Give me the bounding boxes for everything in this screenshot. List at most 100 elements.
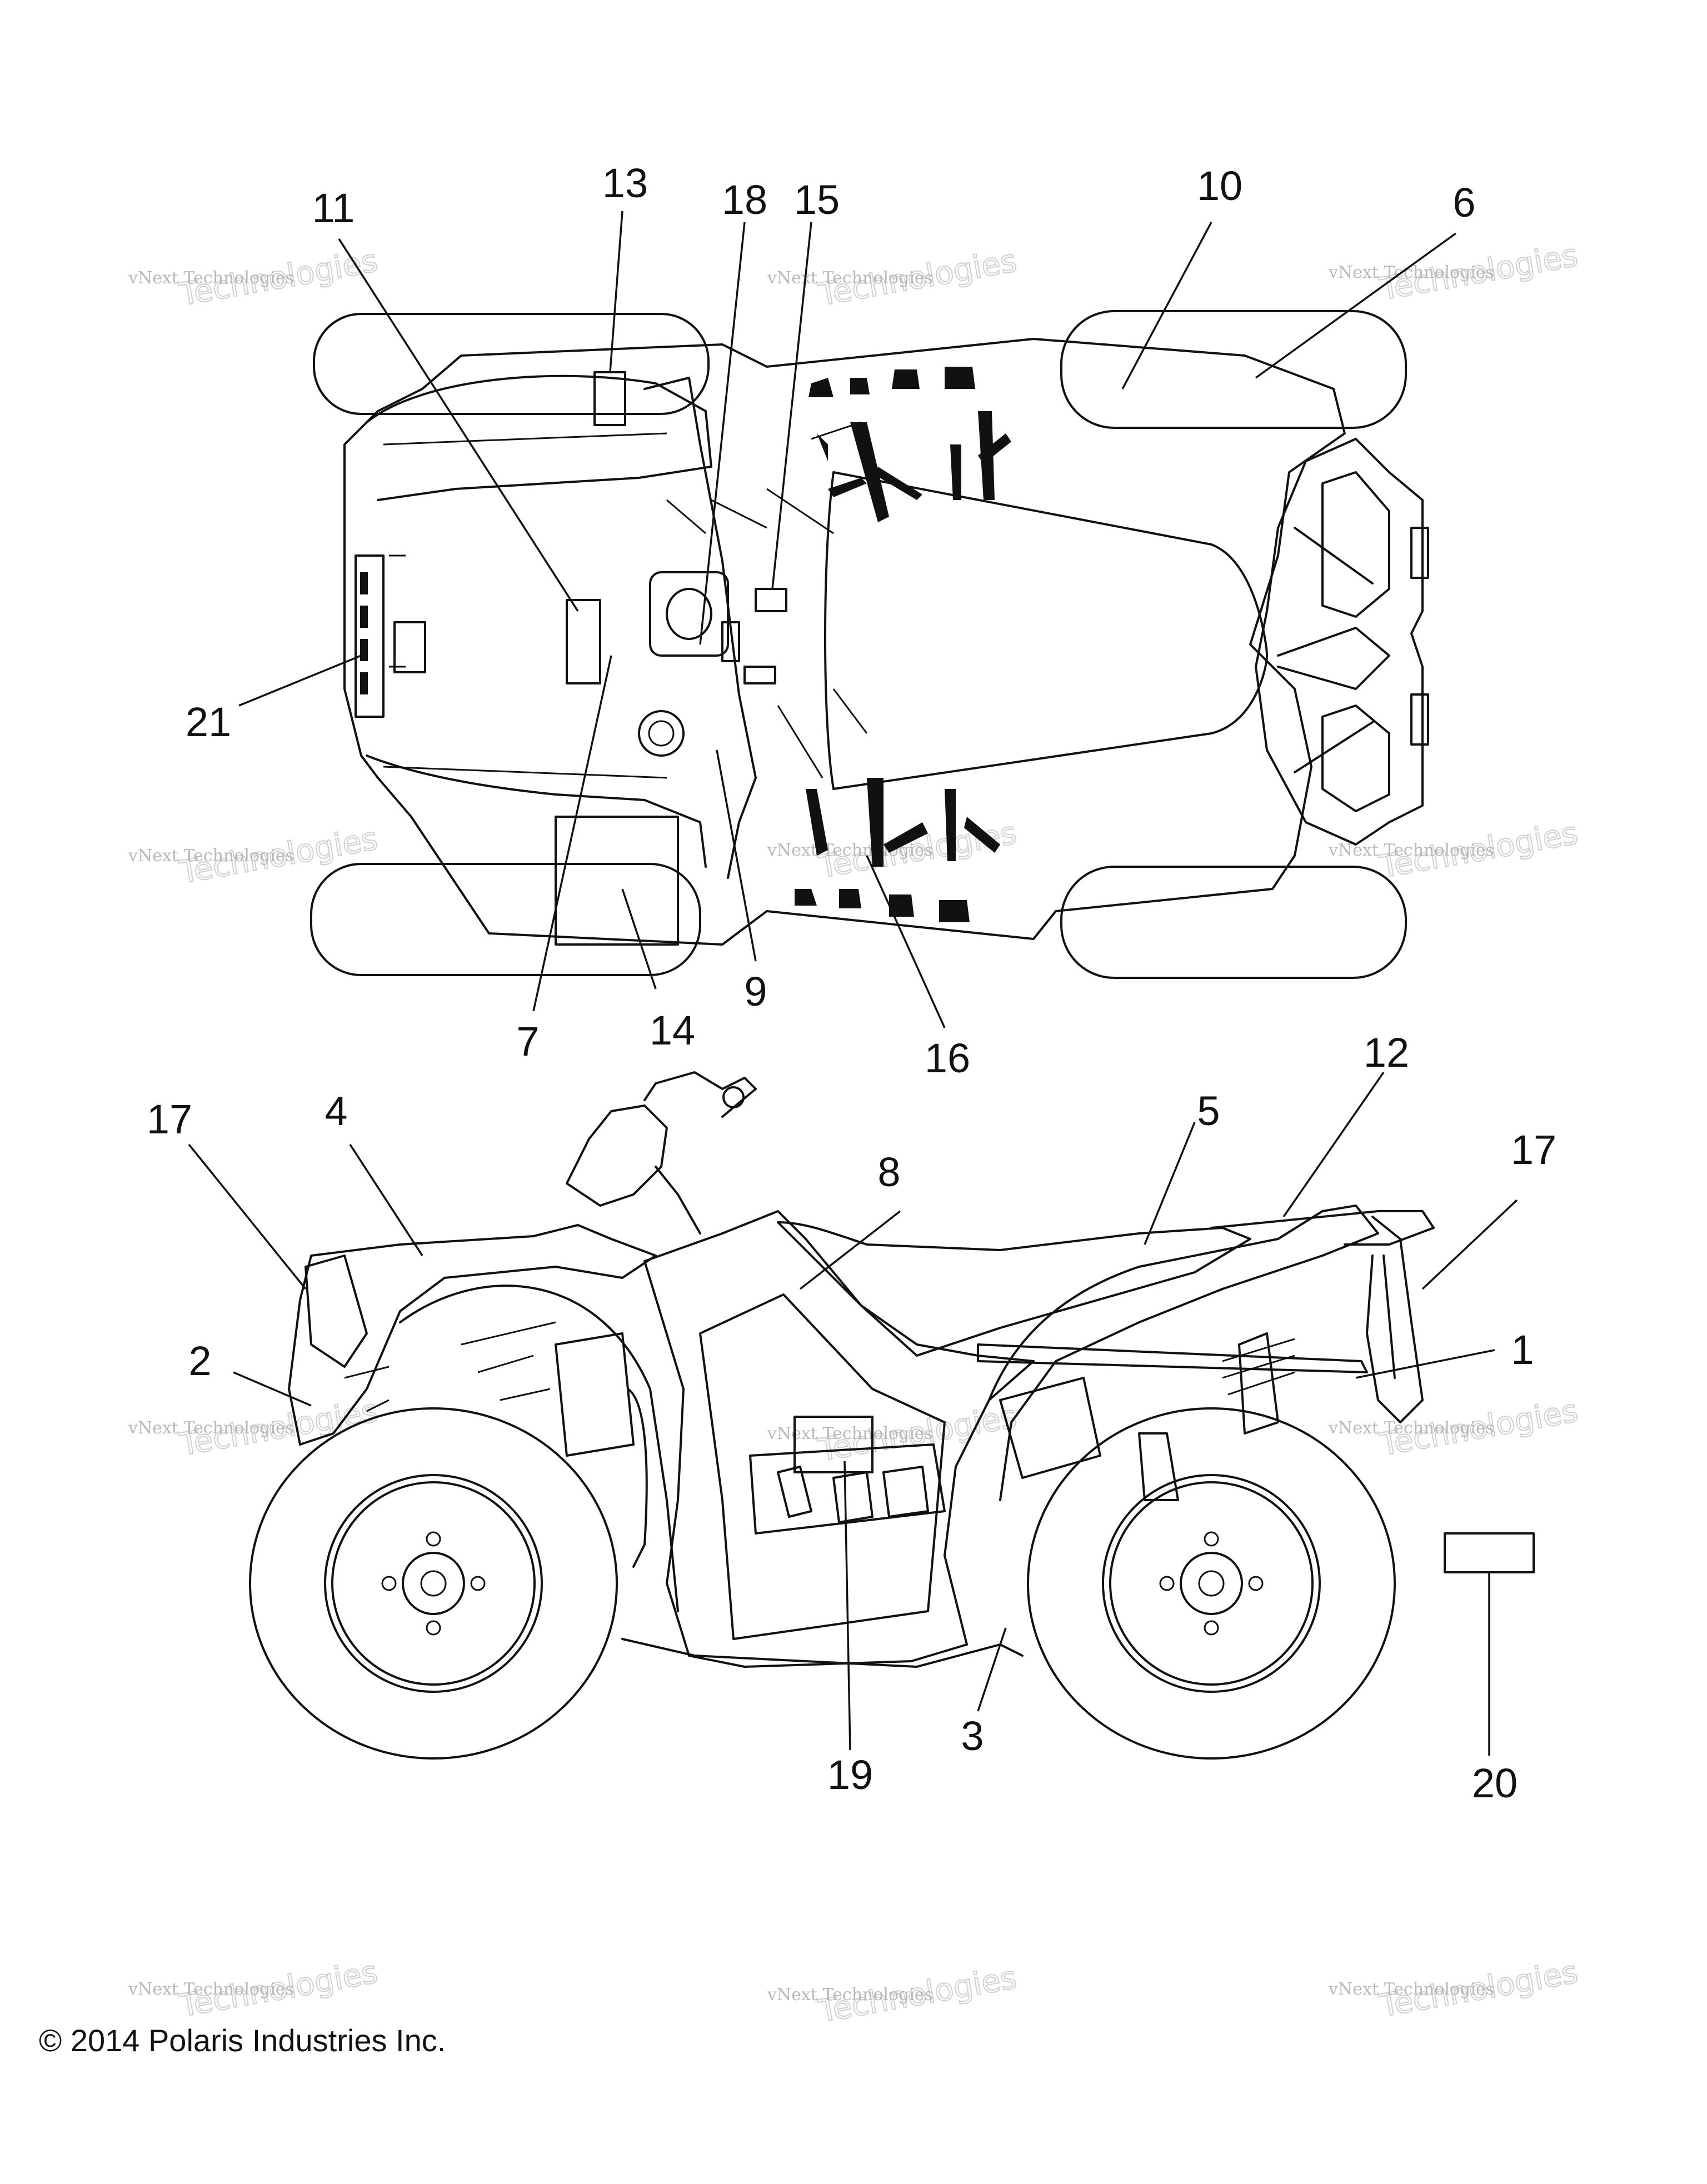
- callout-5: 5: [1197, 1088, 1220, 1134]
- callout-7: 7: [516, 1018, 539, 1064]
- leader-1: [1355, 1349, 1495, 1379]
- callout-11: 11: [312, 185, 355, 231]
- atv-side-view: [249, 1071, 1435, 1760]
- top-body-outline: [343, 338, 1346, 946]
- callout-15: 15: [794, 177, 840, 223]
- callout-21: 21: [186, 699, 231, 745]
- callout-14: 14: [650, 1007, 695, 1053]
- svg-text:vNext Technologies: vNext Technologies: [767, 268, 933, 288]
- watermark-low-left: Technologies vNext Technologies: [128, 1392, 381, 1464]
- callout-16: 16: [925, 1035, 970, 1081]
- svg-text:vNext Technologies: vNext Technologies: [128, 846, 294, 866]
- svg-text:vNext Technologies: vNext Technologies: [1328, 1980, 1494, 1999]
- top-decal-rear-small: [393, 621, 426, 673]
- leader-14: [621, 888, 657, 989]
- side-front-bumper: [1366, 1216, 1424, 1423]
- side-seat: [777, 1221, 1251, 1357]
- watermark-bottom-left: Technologies vNext Technologies: [128, 1953, 381, 2025]
- leader-15: [771, 222, 812, 589]
- watermark-low-center: Technologies vNext Technologies: [767, 1398, 1020, 1470]
- top-rear-rack: [383, 432, 667, 779]
- callout-9: 9: [744, 968, 767, 1014]
- leader-6: [1255, 232, 1457, 379]
- top-tail-light: [355, 554, 385, 718]
- callout-3: 3: [961, 1713, 984, 1759]
- side-front-bumper-detail: [1382, 1255, 1396, 1379]
- side-rear-fender-arch: [399, 1285, 679, 1612]
- leader-12: [1282, 1072, 1385, 1217]
- atv-top-view: [310, 310, 1429, 979]
- leader-2: [233, 1371, 312, 1407]
- callout-19: 19: [827, 1752, 873, 1798]
- callout-12: 12: [1364, 1029, 1409, 1076]
- callout-1: 1: [1511, 1327, 1534, 1373]
- svg-text:vNext Technologies: vNext Technologies: [128, 1980, 294, 1999]
- side-decal-19: [793, 1416, 874, 1473]
- svg-text:vNext Technologies: vNext Technologies: [128, 268, 294, 288]
- callout-17-right: 17: [1511, 1127, 1556, 1173]
- leader-21: [238, 654, 362, 707]
- side-center-panel: [643, 1210, 1035, 1668]
- callout-8: 8: [877, 1149, 900, 1195]
- leader-3: [977, 1627, 1007, 1712]
- top-body-detail-lines: [666, 421, 868, 778]
- side-engine: [344, 1321, 1368, 1568]
- watermark-bottom-right: Technologies vNext Technologies: [1328, 1953, 1581, 2025]
- callout-6: 6: [1453, 179, 1475, 226]
- leader-8: [799, 1210, 901, 1290]
- top-decal-15b: [721, 621, 740, 662]
- top-instrument-dial: [666, 588, 712, 640]
- callout-20: 20: [1472, 1760, 1518, 1806]
- top-instrument-pod: [649, 571, 729, 657]
- callout-13: 13: [602, 160, 648, 206]
- leader-5: [1144, 1122, 1196, 1245]
- leader-17a: [188, 1143, 307, 1290]
- callout-17-left: 17: [147, 1096, 192, 1142]
- svg-text:vNext Technologies: vNext Technologies: [128, 1418, 294, 1438]
- top-decal-14: [555, 816, 679, 946]
- side-rear-guard: [305, 1255, 368, 1368]
- top-decal-11: [566, 599, 601, 684]
- top-fuel-cap: [638, 710, 685, 757]
- callout-10: 10: [1197, 163, 1242, 209]
- leader-4: [349, 1144, 423, 1256]
- leader-10: [1121, 222, 1212, 389]
- leader-16: [866, 855, 946, 1028]
- svg-text:vNext Technologies: vNext Technologies: [767, 1424, 933, 1443]
- leader-lines: [188, 211, 1518, 1756]
- watermark-top-left: Technologies vNext Technologies: [128, 242, 381, 314]
- watermark-mid-right: Technologies vNext Technologies: [1328, 814, 1581, 886]
- side-lower-frame: [621, 1638, 1024, 1668]
- leader-13: [609, 211, 623, 373]
- leader-17b: [1421, 1199, 1518, 1290]
- top-decal-15a: [755, 588, 787, 612]
- side-wheel-front: [1027, 1407, 1396, 1760]
- watermark-bottom-center: Technologies vNext Technologies: [767, 1959, 1020, 2031]
- side-front-rack: [1210, 1210, 1435, 1246]
- callout-4: 4: [325, 1088, 347, 1134]
- top-wheel-rear-right: [310, 863, 701, 976]
- top-footwell-graphics-right: [795, 778, 1000, 922]
- callout-2: 2: [188, 1338, 211, 1384]
- svg-text:vNext Technologies: vNext Technologies: [767, 1985, 933, 2005]
- top-wheel-rear-left: [313, 313, 710, 415]
- top-wheel-front-right: [1060, 866, 1407, 979]
- top-decal-15c: [743, 666, 776, 684]
- side-side-panel-inner: [699, 1293, 946, 1640]
- side-front-fender: [988, 1205, 1379, 1501]
- top-wheel-front-left: [1060, 310, 1407, 429]
- leader-9: [716, 749, 757, 962]
- leader-18: [699, 222, 746, 645]
- top-front-bumper: [1255, 438, 1429, 846]
- top-decal-13: [593, 371, 626, 426]
- svg-text:vNext Technologies: vNext Technologies: [767, 841, 933, 860]
- top-rear-fender-lower: [366, 754, 707, 868]
- top-fuel-cap-inner: [648, 720, 675, 747]
- side-rear-fender: [288, 1224, 657, 1446]
- top-handlebar: [643, 377, 757, 879]
- side-wheel-rear: [249, 1407, 618, 1760]
- svg-text:vNext Technologies: vNext Technologies: [1328, 1418, 1494, 1438]
- watermark-low-right: Technologies vNext Technologies: [1328, 1392, 1581, 1464]
- callout-labels: 1 2 3 4 5 6 7 8 9 10 11 12 13 14 15 16 1…: [147, 160, 1556, 1806]
